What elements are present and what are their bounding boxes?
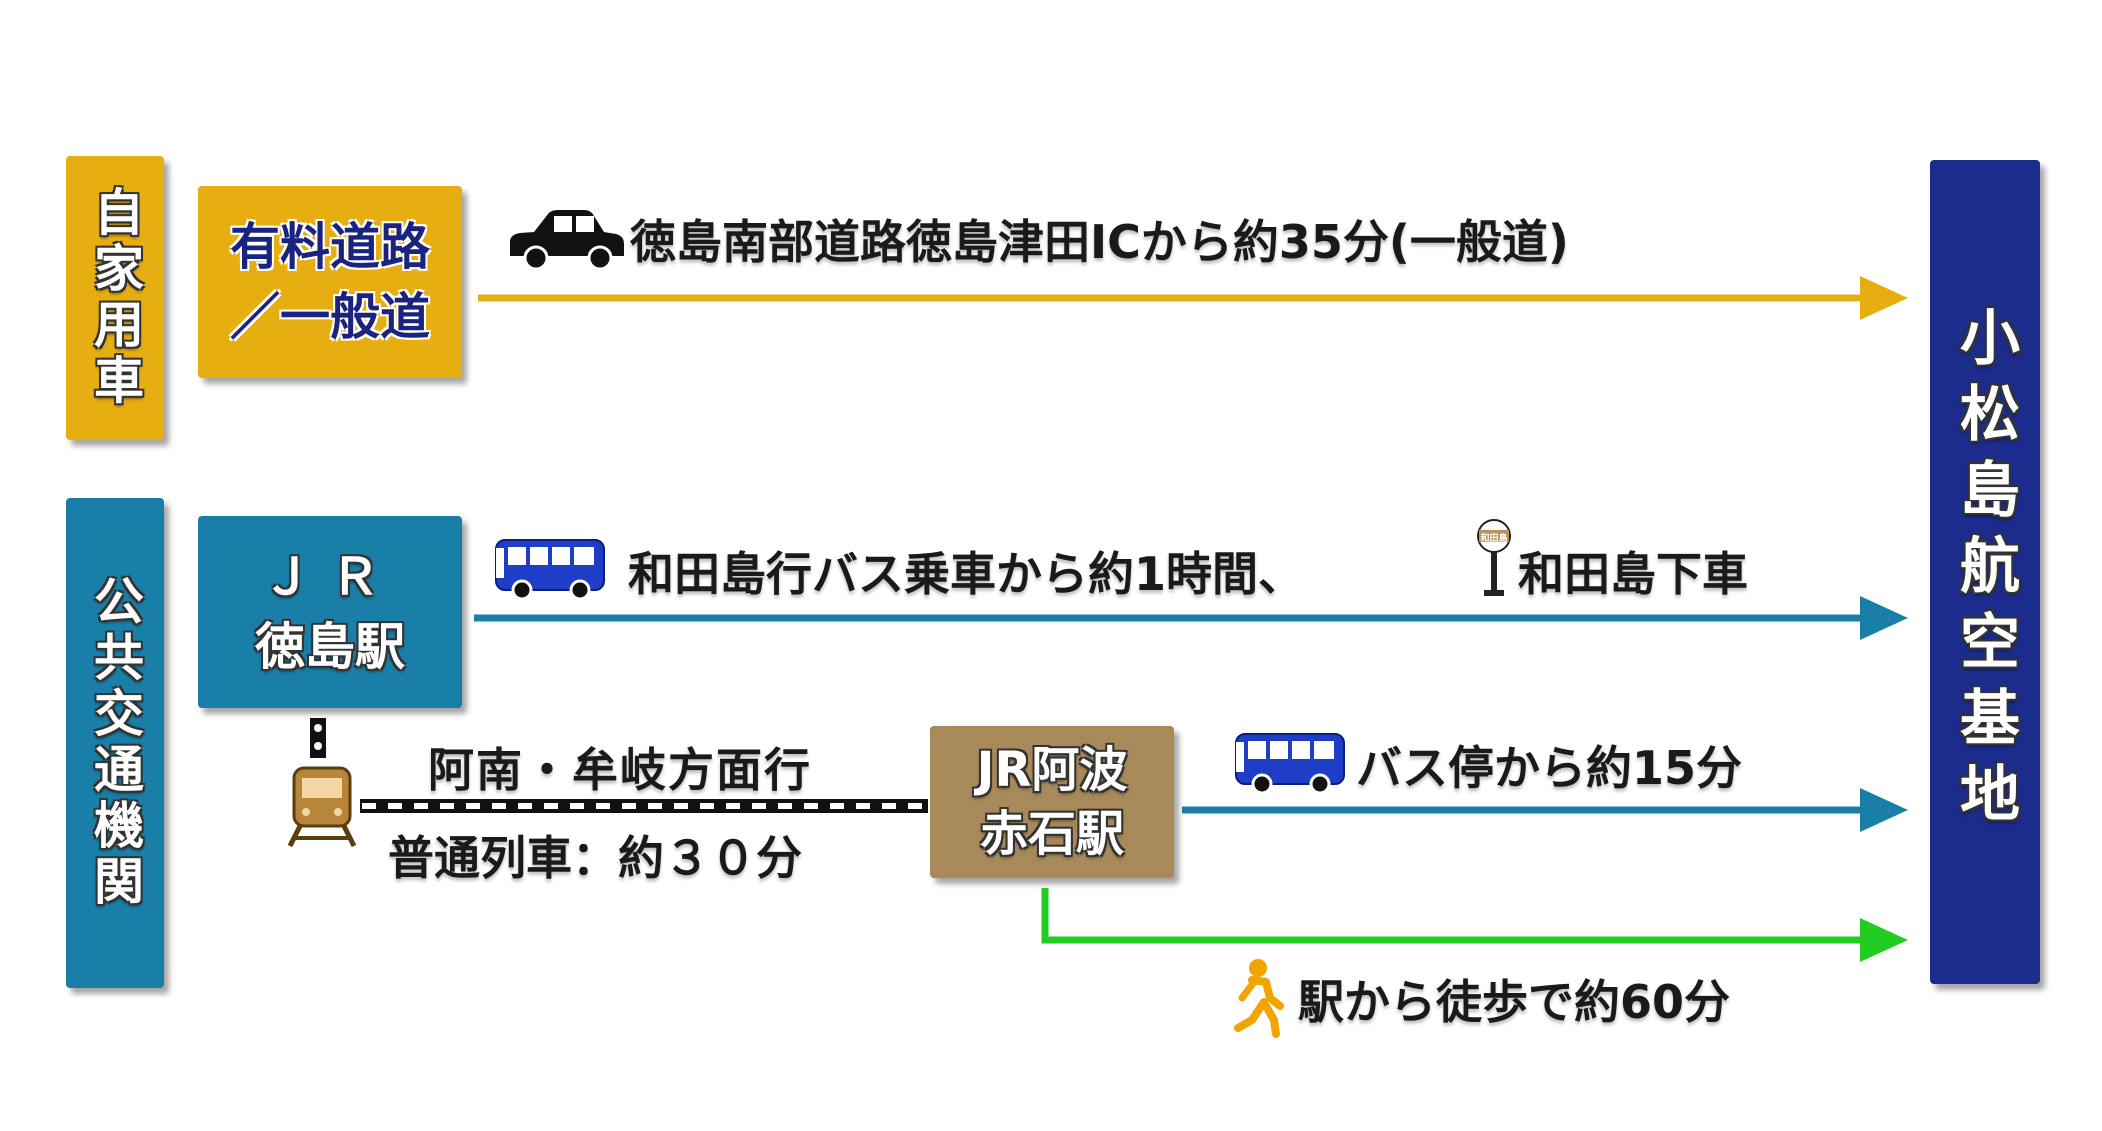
- bus-stop-sign-text: 和田島: [1480, 534, 1508, 544]
- walk-route-text: 駅から徒歩で約60分: [1298, 975, 1731, 1029]
- jr-tokushima-line1: ＪＲ: [262, 548, 398, 606]
- toll-road-line2: ／一般道: [230, 288, 430, 346]
- public-transport-category-label: 公共交通機関: [66, 498, 164, 988]
- car-route-text: 徳島南部道路徳島津田ICから約35分(一般道): [630, 215, 1569, 269]
- jr-awa-akaishi-station-box: JR阿波 赤石駅: [930, 726, 1174, 878]
- car-icon: [510, 210, 624, 271]
- train-icon: [287, 766, 357, 848]
- bus-stop-name-text: 和田島下車: [1518, 547, 1748, 601]
- bus-route-arrow: [474, 596, 1908, 640]
- jr-tokushima-station-box: ＪＲ 徳島駅: [198, 516, 462, 708]
- walking-person-icon: [1234, 959, 1284, 1038]
- bus-route-text: 和田島行バス乗車から約1時間、: [628, 547, 1305, 601]
- bus-icon-2: [1235, 733, 1345, 795]
- akaishi-line2: 赤石駅: [979, 806, 1124, 862]
- toll-road-box: 有料道路 ／一般道: [198, 186, 462, 378]
- akaishi-line1: JR阿波: [976, 742, 1128, 798]
- toll-road-line1: 有料道路: [230, 218, 430, 276]
- akaishi-bus-arrow: [1182, 788, 1908, 832]
- akaishi-bus-text: バス停から約15分: [1356, 741, 1743, 795]
- walk-route-arrow: [1041, 888, 1908, 962]
- bus-icon: [495, 539, 605, 601]
- train-direction-text: 阿南・牟岐方面行: [428, 743, 812, 797]
- bus-stop-icon: [1477, 519, 1511, 596]
- car-route-arrow: [478, 276, 1908, 320]
- jr-tokushima-line2: 徳島駅: [255, 618, 405, 676]
- train-time-text: 普通列車：約３０分: [388, 831, 802, 885]
- car-category-label: 自家用車: [66, 156, 164, 440]
- destination-label: 小松島航空基地: [1930, 160, 2040, 984]
- signal-icon: [310, 718, 326, 758]
